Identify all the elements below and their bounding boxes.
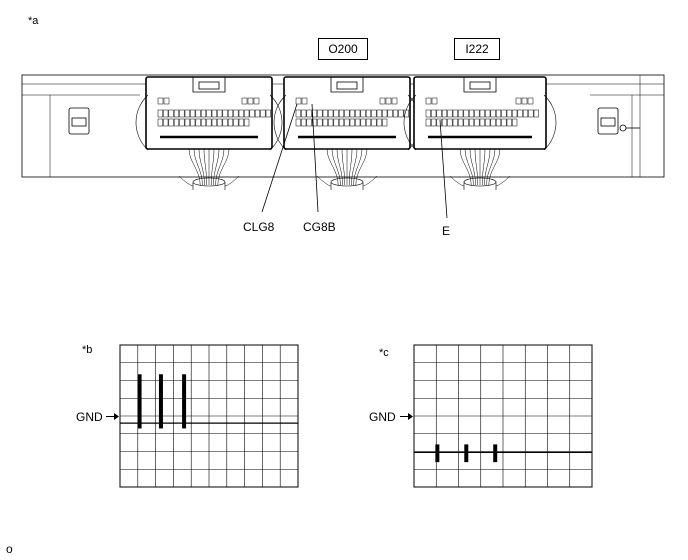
pulse-b-2 (158, 374, 163, 429)
gnd-arrow-b-icon (106, 413, 119, 420)
pulse-c-3 (493, 444, 498, 463)
scope-b (119, 344, 299, 488)
pulse-c-1 (435, 444, 440, 463)
connector-tag-o200: O200 (318, 38, 368, 60)
connector-o200 (273, 76, 421, 190)
pulse-c-2 (464, 444, 469, 463)
figure-label-b: *b (82, 344, 93, 356)
pin-label-cg8b: CG8B (303, 220, 336, 234)
footer-mark: o (6, 542, 13, 556)
connector-tag-i222: I222 (454, 38, 500, 60)
figure-label-a: *a (28, 15, 39, 27)
gnd-label-b: GND (76, 410, 103, 424)
gnd-label-c: GND (369, 410, 396, 424)
connector-left (135, 76, 283, 190)
figure-label-c: *c (379, 347, 389, 359)
connector-i222 (403, 76, 557, 190)
gnd-arrow-c-icon (400, 413, 413, 420)
pin-label-e: E (442, 224, 451, 238)
pulse-b-3 (182, 374, 187, 429)
scope-c (413, 344, 593, 488)
pulse-b-1 (137, 374, 142, 429)
pin-label-clg8: CLG8 (243, 220, 275, 234)
